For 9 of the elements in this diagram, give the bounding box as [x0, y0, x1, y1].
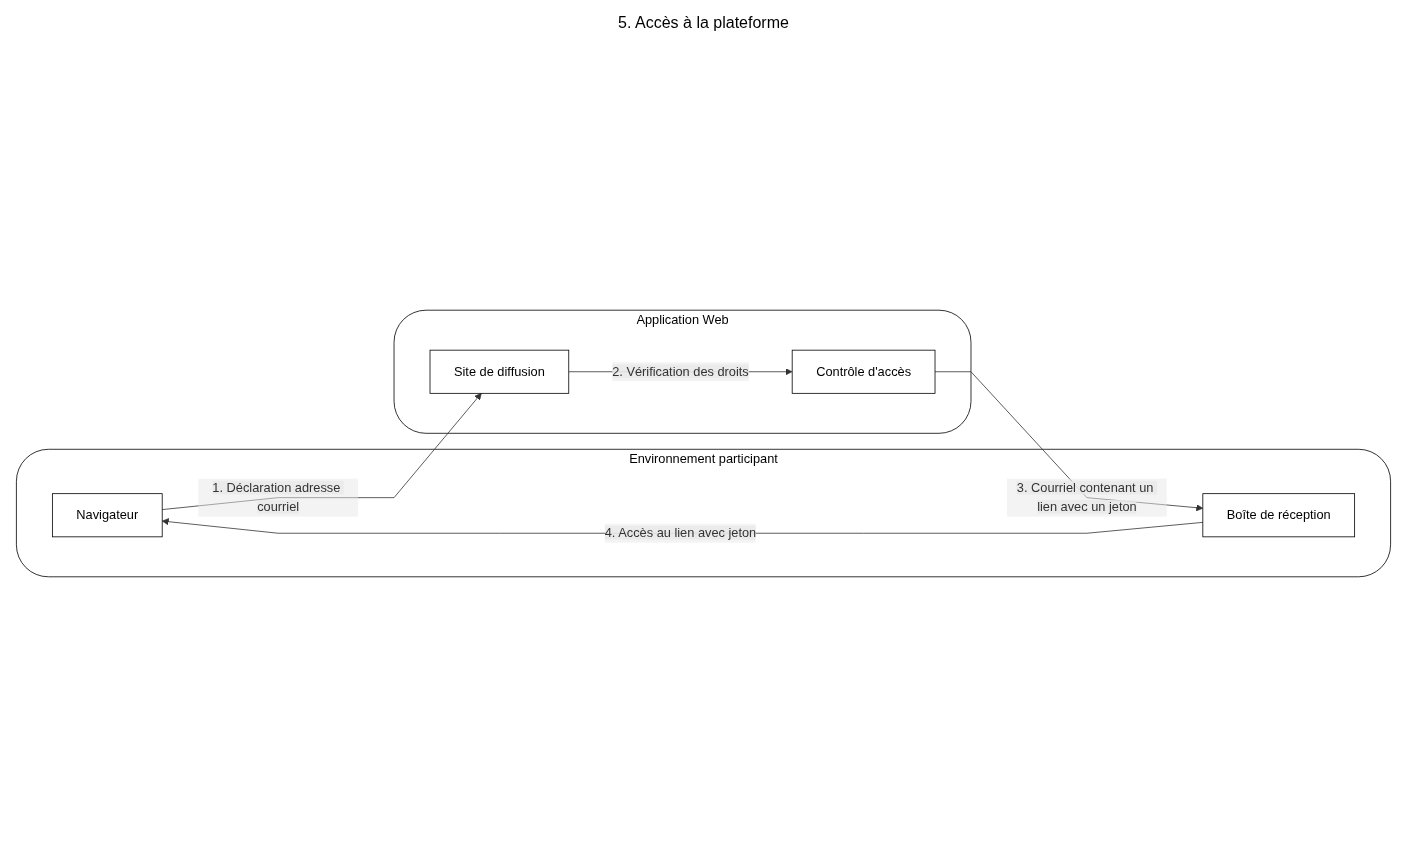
node-box: Navigateur: [51, 493, 163, 538]
edge-label: 3. Courriel contenant un lien avec un jeton: [1016, 480, 1154, 514]
node-box: Site de diffusion: [429, 349, 570, 394]
node-box: Boîte de réception: [1202, 493, 1356, 538]
node-box: Contrôle d'accès: [791, 349, 936, 394]
edge-note: 5. Accès à la plateforme: [618, 14, 789, 32]
edge-label: 4. Accès au lien avec jeton: [604, 526, 757, 540]
edge-label: 2. Vérification des droits: [612, 364, 749, 379]
edge-label: 1. Déclaration adresse courriel: [212, 480, 341, 514]
